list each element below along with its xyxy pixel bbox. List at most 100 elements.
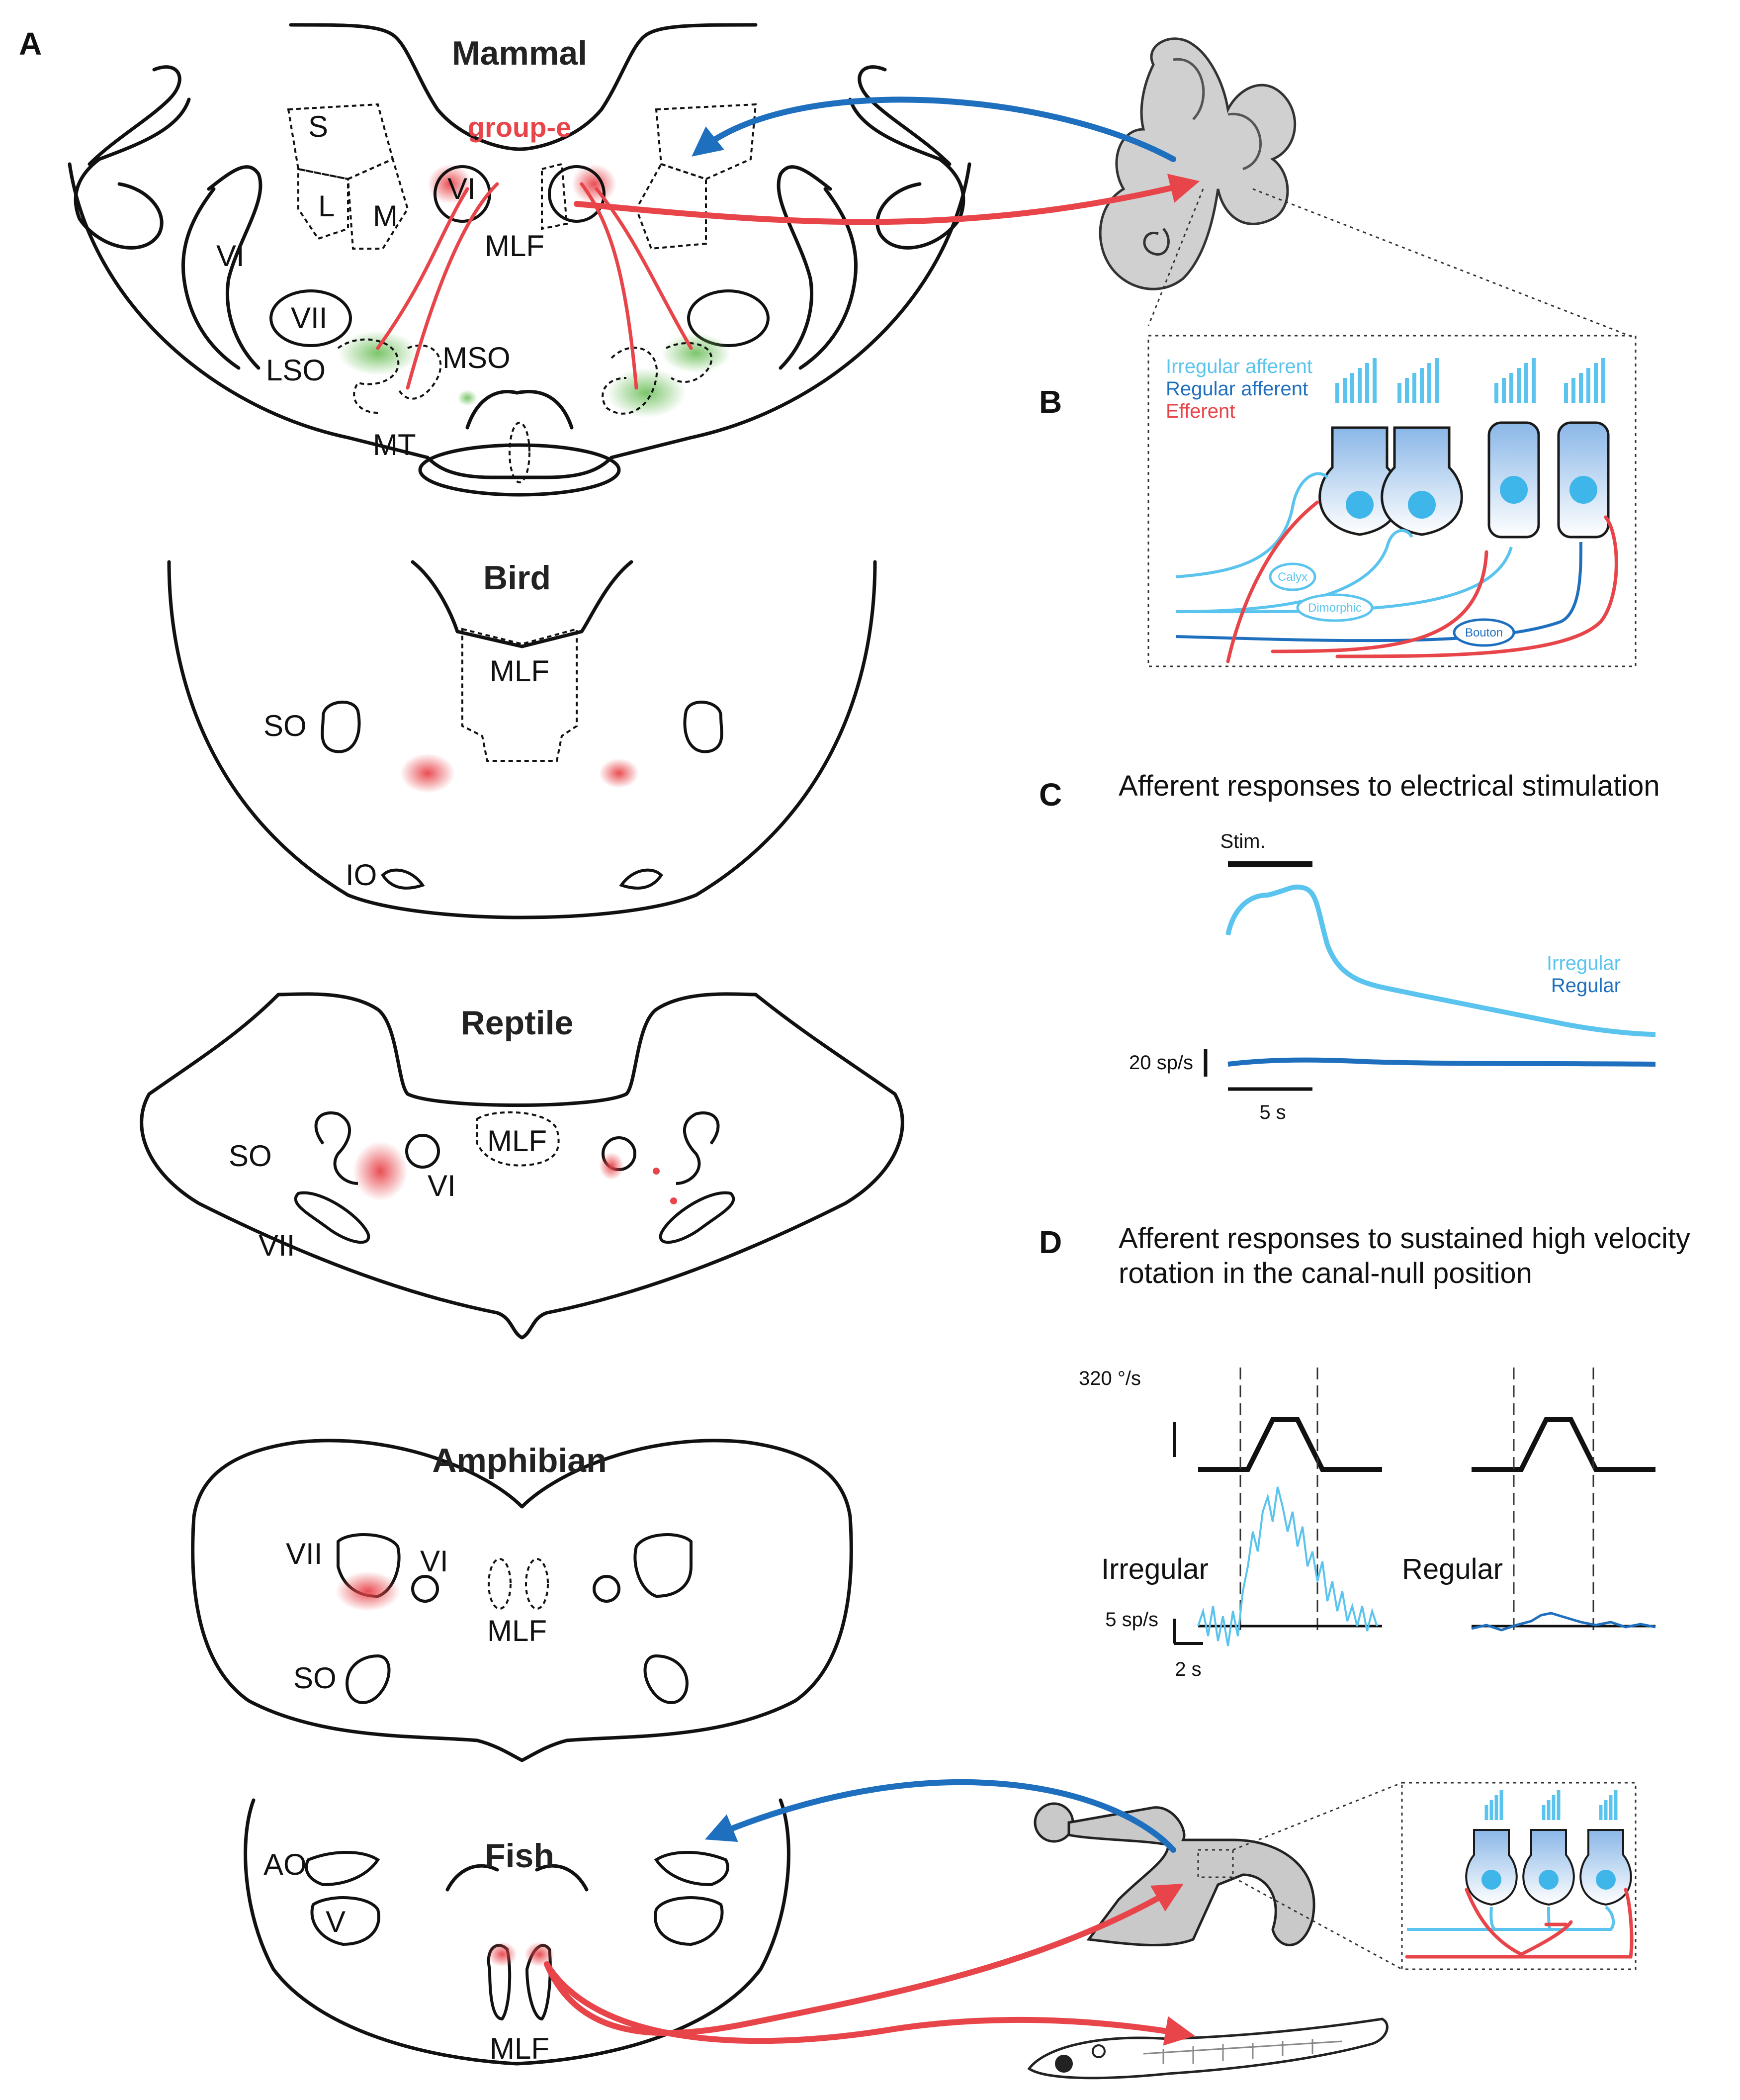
efferent-fiber-2: [1271, 550, 1488, 653]
label-vii-mammal: VII: [291, 301, 327, 335]
efferent-arrow-fish-ear: [544, 1884, 1184, 2036]
larva-body: [1027, 2017, 1389, 2080]
amphibian-vi-right: [593, 1575, 620, 1603]
amphibian-vi-left: [411, 1575, 439, 1603]
vestibular-m-left: [347, 158, 409, 250]
lso-green-left: [338, 331, 418, 375]
label-mt: MT: [373, 428, 416, 461]
dimorphic-badge: [1296, 593, 1374, 622]
label-vi-amphibian: VI: [420, 1545, 448, 1578]
fish-cell-2: [1522, 1790, 1575, 1906]
label-vii-amphibian: VII: [286, 1537, 322, 1570]
irregular-fiber-1: [1175, 472, 1329, 578]
fish-hair-cell-panel: [1401, 1782, 1637, 1970]
reptile-outline: [140, 992, 904, 1340]
reptile-vii-left: [294, 1191, 370, 1244]
fish-zoom-box: [1197, 1849, 1234, 1878]
dimorphic-fiber: [1175, 547, 1513, 614]
bird-red-left: [400, 753, 455, 793]
bird-so-left: [321, 700, 361, 753]
mammal-left-lobe: [87, 65, 262, 370]
scale-y-c: 20 sp/s: [1129, 1052, 1193, 1074]
group-e-blob-right: [572, 164, 616, 204]
mammal-right-inner-curve: [798, 187, 858, 370]
label-so-bird: SO: [263, 709, 307, 742]
amphibian-section: Amphibian VII VI SO MLF: [191, 1439, 853, 1762]
label-so-reptile: SO: [229, 1139, 272, 1173]
panel-d: Afferent responses to sustained high vel…: [1079, 1222, 1690, 1680]
type-i-cell-2: [1381, 358, 1463, 536]
fish-larva: [1027, 2017, 1389, 2080]
label-so-amphibian: SO: [293, 1661, 337, 1695]
dimorphic-label: Dimorphic: [1308, 601, 1362, 615]
panel-label-c: C: [1039, 777, 1062, 813]
mammal-right-lobe: [777, 65, 952, 370]
fish-efferent-fiber: [1405, 1888, 1634, 1959]
efferent-proj-3: [580, 182, 638, 390]
label-regular-d: Regular: [1402, 1553, 1503, 1585]
panel-label-d: D: [1039, 1224, 1062, 1260]
reptile-red-left: [353, 1141, 408, 1201]
mso-outline-left: [397, 344, 442, 400]
cochlea-spiral: [1143, 228, 1170, 256]
panel-b: Irregular afferent Regular afferent Effe…: [1147, 335, 1637, 667]
fish-cell-1: [1465, 1790, 1518, 1906]
amphibian-vii-right: [633, 1533, 693, 1598]
mammal-section: Mammal group-e S L M VI VI MLF VII LSO M…: [68, 23, 971, 497]
vestibular-s-right: [655, 103, 757, 181]
fish-section: Fish AO V MLF: [244, 1798, 790, 2066]
efferent-arrow-mammal: [574, 174, 1200, 225]
canal-loop-1: [1173, 58, 1205, 120]
label-l: L: [318, 189, 335, 223]
vestibular-s-left: [287, 103, 394, 181]
fish-red-right: [524, 1942, 554, 1967]
scale-x-c: 5 s: [1259, 1101, 1286, 1123]
label-mso: MSO: [442, 341, 511, 374]
bird-title: Bird: [483, 559, 551, 597]
velocity-scale-label: 320 °/s: [1079, 1368, 1141, 1389]
label-mlf-fish: MLF: [490, 2032, 549, 2065]
vii-nucleus-left: [269, 289, 352, 347]
reptile-red-right: [599, 1152, 624, 1180]
regular-trace-c: [1227, 1057, 1656, 1067]
amphibian-title: Amphibian: [432, 1442, 607, 1479]
label-io-bird: IO: [346, 858, 377, 892]
panel-c: Afferent responses to electrical stimula…: [1119, 770, 1660, 1123]
panel-d-title-1: Afferent responses to sustained high vel…: [1119, 1222, 1690, 1255]
velocity-profile-left: [1198, 1417, 1382, 1472]
legend-efferent: Efferent: [1166, 400, 1235, 422]
fish-v-right: [654, 1896, 724, 1946]
zoom-lines-b: [1147, 188, 1636, 339]
reptile-section: Reptile MLF SO VII VI: [140, 992, 904, 1340]
efferent-fiber-1: [1226, 500, 1319, 663]
label-mlf-mammal: MLF: [485, 229, 544, 263]
lso-outline-left: [337, 338, 400, 414]
fish-panel-frame: [1401, 1782, 1637, 1970]
reptile-so-left: [314, 1111, 358, 1185]
green-dot: [457, 390, 477, 406]
label-v: V: [326, 1905, 346, 1938]
label-vi-inner: VI: [447, 172, 476, 205]
fish-afferent-fiber: [1407, 1906, 1615, 1931]
inner-ear-mammal: [1099, 37, 1636, 339]
bird-outline: [167, 560, 877, 919]
label-lso: LSO: [266, 354, 326, 387]
larva-somites: [1143, 2039, 1343, 2064]
mammal-midline: [509, 422, 530, 483]
amphibian-mlf-left: [488, 1558, 512, 1610]
reptile-so-right: [676, 1111, 720, 1185]
amphibian-red: [336, 1571, 400, 1611]
efferent-fiber-3: [1335, 515, 1618, 658]
bouton-label: Bouton: [1465, 626, 1503, 639]
fish-zoom-lines: [1232, 1782, 1402, 1970]
mlf-mammal-outline: [541, 163, 568, 230]
legend-irregular: Irregular afferent: [1166, 356, 1312, 377]
reptile-vi-left: [405, 1134, 440, 1169]
bird-io-left: [381, 868, 425, 890]
fish-ear-bulb: [1034, 1802, 1074, 1843]
group-e-label: group-e: [468, 111, 571, 143]
vestibular-l-left: [297, 168, 349, 240]
vestibular-m-right: [635, 163, 707, 250]
efferent-proj-1: [376, 187, 469, 350]
